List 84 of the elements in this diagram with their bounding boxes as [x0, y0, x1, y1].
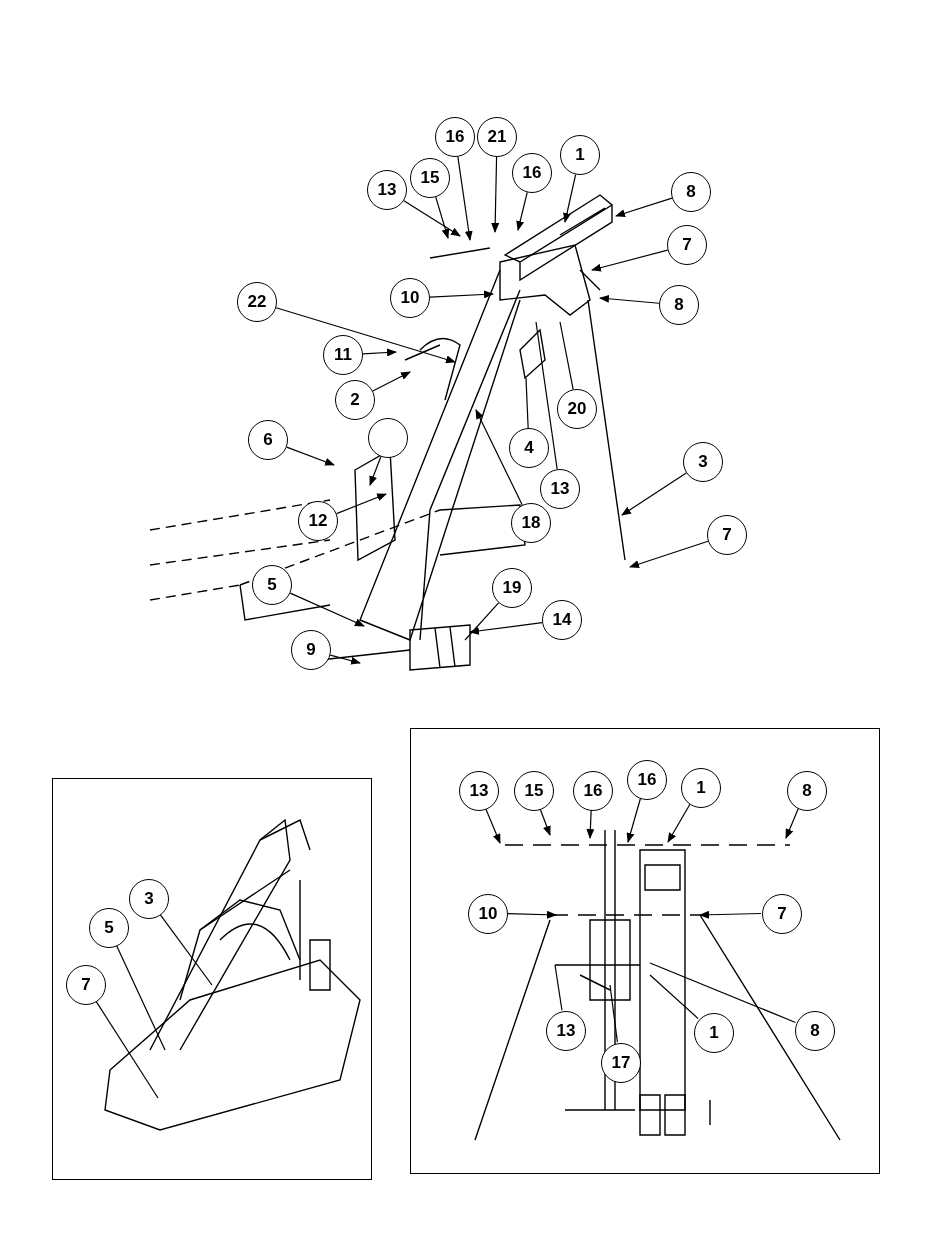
callout-number: 6	[248, 420, 288, 460]
leader-line	[599, 294, 660, 304]
callout-number: 7	[66, 965, 106, 1005]
leader-line	[485, 807, 501, 844]
leader-line	[429, 290, 494, 299]
callout-number: 2	[335, 380, 375, 420]
callout-number: 5	[252, 565, 292, 605]
leader-line	[362, 348, 397, 357]
leader-line	[785, 807, 799, 839]
leader-line	[289, 592, 365, 627]
leader-line	[369, 456, 382, 486]
callout-number: 13	[540, 469, 580, 509]
callout-number: 22	[237, 282, 277, 322]
leader-line	[563, 173, 577, 223]
leader-line	[95, 1000, 159, 1099]
leader-line	[464, 602, 500, 641]
leader-line	[535, 321, 558, 470]
callout-number: 3	[683, 442, 723, 482]
callout-number: 8	[787, 771, 827, 811]
leader-line	[115, 944, 166, 1051]
callout-number: 12	[298, 501, 338, 541]
callout-number: 1	[694, 1013, 734, 1053]
leader-line	[525, 377, 529, 429]
callout-number: 19	[492, 568, 532, 608]
leader-line	[586, 809, 595, 839]
leader-line	[435, 196, 450, 239]
leader-line	[329, 654, 361, 665]
leader-line	[159, 913, 213, 986]
callout-number: 7	[667, 225, 707, 265]
callout-number: 8	[795, 1011, 835, 1051]
callout-number: 10	[390, 278, 430, 318]
callout-number: 1	[560, 135, 600, 175]
callout-number: 11	[323, 335, 363, 375]
callout-number: 16	[512, 153, 552, 193]
leader-line	[286, 446, 335, 466]
callout-number: 5	[89, 908, 129, 948]
leader-line	[491, 156, 500, 233]
leader-line	[629, 540, 709, 568]
leader-line	[615, 197, 673, 218]
callout-number: 20	[557, 389, 597, 429]
callout-circle	[368, 418, 408, 458]
leader-line	[621, 472, 687, 516]
callout-number: 13	[459, 771, 499, 811]
callout-number: 16	[435, 117, 475, 157]
callout-number: 16	[627, 760, 667, 800]
callout-number: 17	[601, 1043, 641, 1083]
callout-number: 14	[542, 600, 582, 640]
leader-line	[539, 808, 551, 836]
leader-line	[336, 493, 387, 515]
callout-number: 13	[367, 170, 407, 210]
leader-line	[667, 803, 691, 843]
callout-number: 1	[681, 768, 721, 808]
callout-number: 8	[659, 285, 699, 325]
callout-number: 21	[477, 117, 517, 157]
callout-number: 15	[514, 771, 554, 811]
callout-number: 8	[671, 172, 711, 212]
callout-number: 7	[762, 894, 802, 934]
leader-line	[649, 974, 699, 1020]
callout-number: 7	[707, 515, 747, 555]
leader-line	[403, 200, 461, 237]
leader-line	[609, 984, 618, 1043]
leader-line	[516, 191, 528, 231]
leader-line	[626, 797, 642, 843]
leader-line	[475, 409, 523, 506]
callout-number: 16	[573, 771, 613, 811]
callout-number: 9	[291, 630, 331, 670]
leader-line	[372, 371, 411, 392]
leader-line	[649, 962, 797, 1024]
leader-line	[559, 321, 574, 390]
leader-line	[554, 964, 563, 1011]
callout-number: 10	[468, 894, 508, 934]
leader-line	[699, 910, 762, 919]
leader-line	[275, 307, 456, 364]
leader-line	[457, 156, 473, 241]
leader-line	[591, 249, 669, 272]
callout-number: 3	[129, 879, 169, 919]
leader-line	[506, 910, 557, 919]
inset-panel	[52, 778, 372, 1180]
callout-number: 18	[511, 503, 551, 543]
callout-number: 15	[410, 158, 450, 198]
leader-line	[469, 622, 543, 635]
callout-number: 13	[546, 1011, 586, 1051]
callout-number: 4	[509, 428, 549, 468]
inset-panel	[410, 728, 880, 1174]
